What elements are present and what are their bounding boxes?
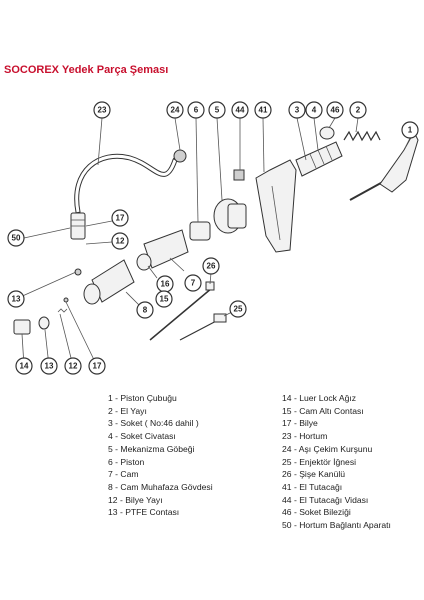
handle-screw-part [233,169,245,181]
svg-text:16: 16 [161,280,170,289]
callout-8: 8 [136,301,154,319]
svg-text:44: 44 [236,106,245,115]
svg-text:23: 23 [98,106,107,115]
callout-12: 12 [111,232,129,250]
svg-text:24: 24 [171,106,180,115]
legend-item: 41 - El Tutacağı [282,481,343,492]
piston-part [189,221,211,241]
bottle-cannula-part [149,287,213,341]
callout-16: 16 [156,275,174,293]
legend-item: 17 - Bilye [282,418,318,429]
callout-6: 6 [187,101,205,119]
callout-44: 44 [231,101,249,119]
legend-item: 6 - Piston [108,456,145,467]
svg-text:14: 14 [20,362,29,371]
callout-12-lower: 12 [64,357,82,375]
legend-item: 15 - Cam Altı Contası [282,405,364,416]
legend-item: 2 - El Yayı [108,405,147,416]
legend-item: 5 - Mekanizma Göbeği [108,443,195,454]
legend-item: 4 - Soket Civatası [108,431,176,442]
svg-text:13: 13 [12,295,21,304]
legend-item: 24 - Aşı Çekim Kurşunu [282,443,373,454]
ptfe-seal-part [38,316,50,330]
svg-text:46: 46 [331,106,340,115]
callout-14: 14 [15,357,33,375]
callout-4: 4 [305,101,323,119]
svg-text:12: 12 [69,362,78,371]
callout-50: 50 [7,229,25,247]
callout-24: 24 [166,101,184,119]
socket-part [295,141,343,177]
svg-text:13: 13 [45,362,54,371]
svg-text:3: 3 [295,106,300,115]
callout-46: 46 [326,101,344,119]
legend-item: 8 - Cam Muhafaza Gövdesi [108,481,213,492]
svg-text:26: 26 [207,262,216,271]
legend-item: 23 - Hortum [282,431,328,442]
exploded-parts-diagram: 23 24 6 44 41 3 4 46 2 1 5 17 50 12 16 1… [7,101,419,375]
hand-grip-part [255,159,297,253]
hand-spring-part [343,130,381,142]
legend-item: 26 - Şişe Kanülü [282,469,346,480]
legend-item: 25 - Enjektör İğnesi [282,456,357,467]
svg-text:1: 1 [408,126,413,135]
callout-13-lower: 13 [40,357,58,375]
svg-text:2: 2 [356,106,361,115]
callout-13-upper: 13 [7,290,25,308]
svg-text:7: 7 [191,279,196,288]
callout-17: 17 [111,209,129,227]
legend-item: 13 - PTFE Contası [108,507,180,518]
svg-text:50: 50 [12,234,21,243]
legend-item: 3 - Soket ( No:46 dahil ) [108,418,199,429]
svg-text:5: 5 [215,106,220,115]
callout-26: 26 [202,257,220,275]
callout-5: 5 [208,101,226,119]
svg-text:15: 15 [160,295,169,304]
svg-text:12: 12 [116,237,125,246]
callout-3: 3 [288,101,306,119]
svg-text:41: 41 [259,106,268,115]
callout-25: 25 [229,300,247,318]
callout-2: 2 [349,101,367,119]
svg-text:17: 17 [93,362,102,371]
callout-41: 41 [254,101,272,119]
callout-1: 1 [401,121,419,139]
svg-text:25: 25 [234,305,243,314]
svg-text:4: 4 [312,106,317,115]
callout-17-lower: 17 [88,357,106,375]
glass-seal-part [136,253,152,271]
callout-15: 15 [155,290,173,308]
parts-legend-left: 1 - Piston Çubuğu 2 - El Yayı 3 - Soket … [108,392,213,519]
legend-item: 7 - Cam [108,469,139,480]
socket-collar-part [319,126,335,140]
legend-item: 46 - Soket Bileziği [282,507,351,518]
parts-legend-right: 14 - Luer Lock Ağız 15 - Cam Altı Contas… [282,392,391,532]
legend-item: 1 - Piston Çubuğu [108,393,177,403]
svg-text:6: 6 [194,106,199,115]
legend-item: 14 - Luer Lock Ağız [282,393,357,403]
callout-7: 7 [184,274,202,292]
weight-ball-part [173,149,187,163]
luer-lock-part [13,319,31,335]
page-title: SOCOREX Yedek Parça Şeması [4,64,169,76]
legend-item: 12 - Bilye Yayı [108,494,163,505]
legend-item: 44 - El Tutacağı Vidası [282,494,369,505]
svg-text:17: 17 [116,214,125,223]
svg-text:8: 8 [143,306,148,315]
legend-item: 50 - Hortum Bağlantı Aparatı [282,520,391,531]
callout-23: 23 [93,101,111,119]
